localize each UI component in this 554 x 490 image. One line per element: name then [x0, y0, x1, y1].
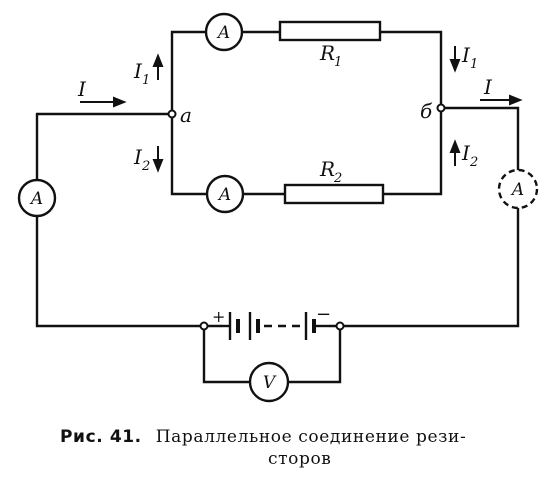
junction-vm-right	[335, 321, 345, 331]
label-node-b: б	[420, 99, 433, 123]
label-r2-sub: 2	[333, 171, 342, 186]
wire-branch1	[170, 30, 443, 116]
ammeter-branch1-label: A	[216, 23, 230, 43]
caption-number: Рис. 41.	[60, 427, 142, 447]
resistor-r1	[278, 20, 382, 42]
circuit-svg: A A A A V + − I I I 1 I 2 I	[17, 12, 539, 403]
resistor-r2	[283, 183, 385, 205]
wire-voltmeter	[202, 324, 342, 384]
circuit-diagram: A A A A V + − I I I 1 I 2 I	[17, 12, 539, 403]
battery	[222, 312, 330, 340]
ammeter-right-label: A	[510, 180, 524, 200]
ammeter-main	[17, 178, 57, 218]
ammeter-right-dashed	[497, 168, 539, 210]
ammeter-main-label: A	[29, 189, 43, 209]
label-node-a: a	[180, 103, 192, 127]
voltmeter-label: V	[263, 373, 277, 393]
label-i2-right-sub: 2	[469, 155, 478, 170]
wire-bottom-right	[328, 206, 520, 328]
label-r1: R	[319, 41, 335, 65]
label-i1-right-sub: 1	[470, 57, 478, 72]
label-i2-right: I	[461, 141, 471, 165]
battery-minus-label: −	[316, 304, 331, 325]
node-b-dot	[436, 103, 446, 113]
ammeter-branch1	[204, 12, 244, 52]
ammeter-branch2	[205, 174, 245, 214]
ammeter-branch2-label: A	[217, 185, 231, 205]
wire-left-vertical-bottom	[35, 214, 224, 328]
node-a-dot	[167, 109, 177, 119]
label-r1-sub: 1	[334, 55, 342, 70]
wire-right-top	[439, 106, 520, 172]
figure-caption: Рис. 41. Параллельное соединение рези- ст…	[60, 426, 530, 470]
battery-plus-label: +	[212, 307, 225, 326]
label-current-main: I	[77, 77, 87, 101]
caption-text-line2: сторов	[268, 449, 332, 469]
junction-vm-left	[199, 321, 209, 331]
caption-text-line1: Параллельное соединение рези-	[155, 427, 467, 447]
label-i2-left-sub: 2	[141, 159, 150, 174]
label-i1-left-sub: 1	[142, 73, 150, 88]
voltmeter	[248, 361, 290, 403]
label-r2: R	[319, 157, 335, 181]
label-i2-left: I	[133, 145, 143, 169]
wire-branch2	[170, 106, 443, 196]
label-current-out: I	[483, 75, 493, 99]
label-i1-right: I	[461, 43, 471, 67]
label-i1-left: I	[133, 59, 143, 83]
